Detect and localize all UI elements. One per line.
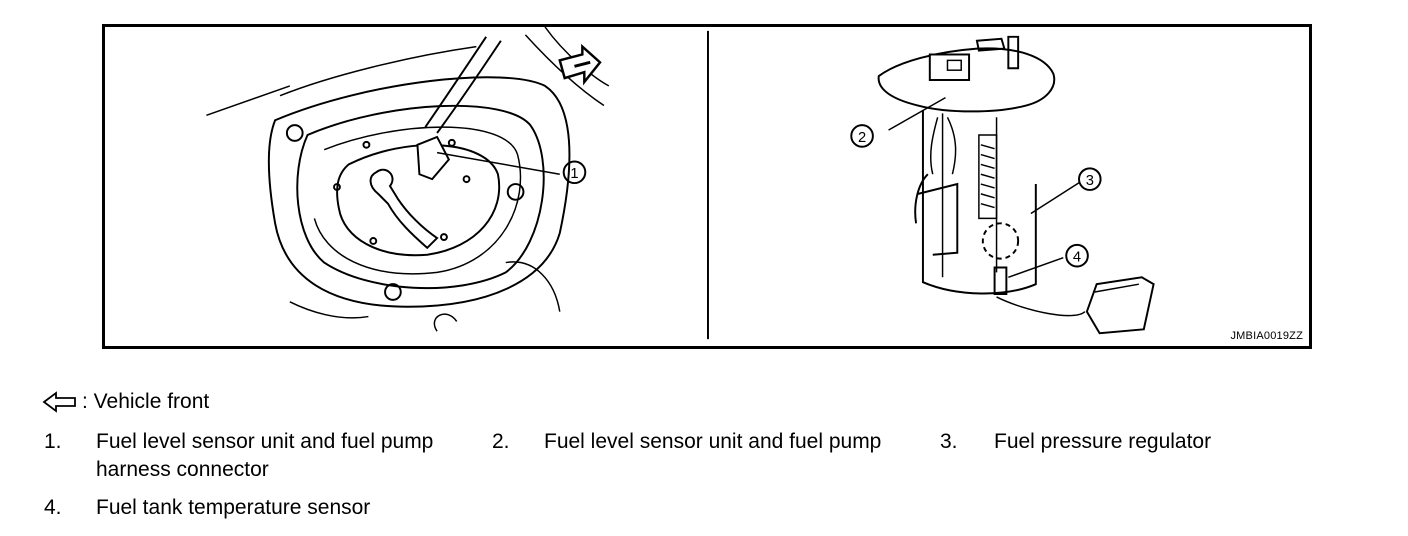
diagram-frame: 1 2 3 4 JMBIA0019ZZ <box>102 24 1312 349</box>
list-item: 2. Fuel level sensor unit and fuel pump <box>492 428 932 458</box>
item-number: 1. <box>44 430 62 453</box>
item-text: Fuel level sensor unit and fuel pump <box>544 430 882 453</box>
figure-code: JMBIA0019ZZ <box>1230 330 1303 342</box>
list-item: 3. Fuel pressure regulator <box>940 428 1280 458</box>
legend-row: : Vehicle front <box>42 390 209 414</box>
callout-3: 3 <box>1086 173 1094 189</box>
list-item: 4. Fuel tank temperature sensor <box>44 494 484 524</box>
callout-2: 2 <box>858 130 866 146</box>
callout-1: 1 <box>570 166 578 182</box>
list-item: 1. Fuel level sensor unit and fuel pump … <box>44 428 484 488</box>
item-number: 2. <box>492 430 510 453</box>
callout-4: 4 <box>1073 250 1081 266</box>
item-text: Fuel tank temperature sensor <box>96 496 371 519</box>
item-text: Fuel pressure regulator <box>994 430 1212 453</box>
item-number: 4. <box>44 496 62 519</box>
legend-label: : Vehicle front <box>82 390 210 413</box>
left-panel-drawing <box>206 27 610 332</box>
vehicle-front-arrow-icon <box>42 391 76 413</box>
item-text: Fuel level sensor unit and fuel pump har… <box>96 430 434 481</box>
item-number: 3. <box>940 430 958 453</box>
diagram-illustration: 1 2 3 4 <box>206 27 1155 340</box>
right-panel-drawing <box>850 35 1155 335</box>
